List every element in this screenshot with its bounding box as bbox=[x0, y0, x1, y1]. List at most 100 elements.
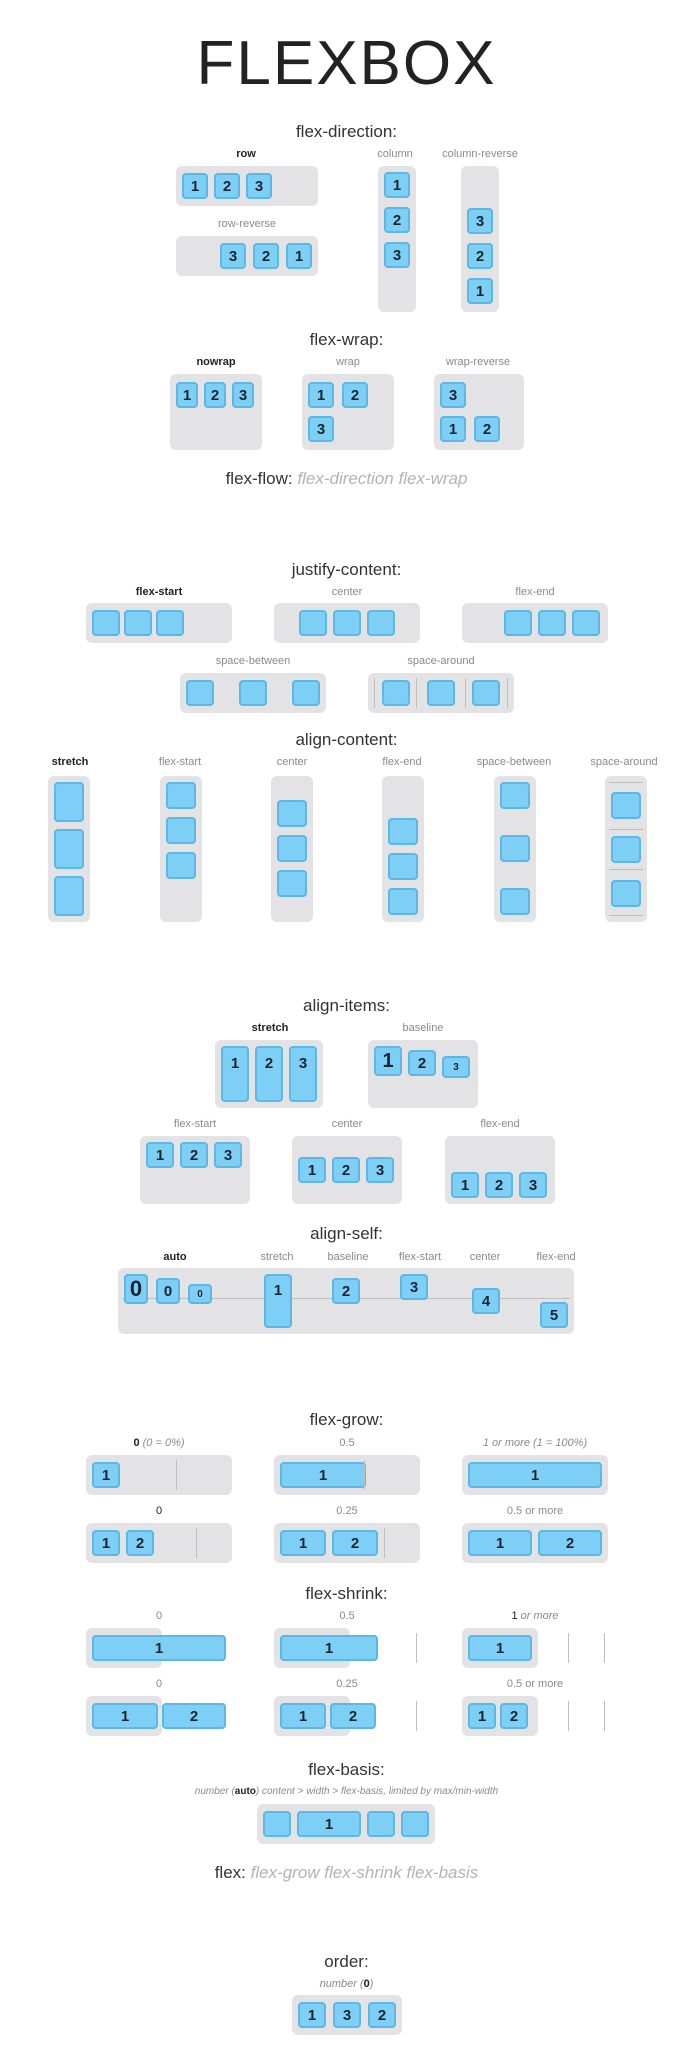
flex-item: 3 bbox=[308, 416, 334, 442]
label-as-center: center bbox=[469, 1251, 501, 1263]
flex-item: 2 bbox=[538, 1530, 602, 1556]
label-fs-zero-a: 0 bbox=[155, 1610, 163, 1622]
flex-item bbox=[92, 610, 120, 636]
flex-item bbox=[333, 610, 361, 636]
flex-item bbox=[292, 680, 320, 706]
flex-direction-column-container: 1 2 3 bbox=[378, 166, 416, 312]
flex-item bbox=[186, 680, 214, 706]
flex-item: 2 bbox=[384, 207, 410, 233]
label-fs-quarter: 0.25 bbox=[336, 1678, 358, 1690]
flex-item: 1 bbox=[280, 1530, 326, 1556]
fs-one-note: or more bbox=[520, 1610, 559, 1622]
flex-grow-title: flex-grow: bbox=[309, 1410, 384, 1429]
flex-direction-row-reverse-container: 3 2 1 bbox=[176, 236, 318, 276]
flex-item: 3 bbox=[442, 1056, 470, 1078]
fb-note-pre: number ( bbox=[194, 1786, 235, 1797]
fb-note-post: ) content > width > flex-basis, limited … bbox=[255, 1786, 499, 1797]
label-row: row bbox=[236, 148, 256, 160]
fg-one-a-note: or more (1 = 100%) bbox=[492, 1437, 588, 1449]
ai-baseline-container: 1 2 3 bbox=[368, 1040, 478, 1108]
flex-args: flex-grow flex-shrink flex-basis bbox=[250, 1863, 479, 1882]
label-jc-flex-start: flex-start bbox=[135, 586, 183, 598]
flex-item bbox=[263, 1811, 291, 1837]
label-as-baseline: baseline bbox=[327, 1251, 369, 1263]
ac-flex-start-container bbox=[160, 776, 202, 922]
align-self-title: align-self: bbox=[310, 1224, 383, 1243]
guide-line bbox=[568, 1701, 569, 1731]
flex-item: 2 bbox=[342, 382, 368, 408]
flex-item bbox=[500, 782, 530, 809]
flex-label: flex: bbox=[214, 1863, 246, 1882]
flex-item bbox=[54, 829, 84, 869]
label-fg-one-more-a: 1 or more (1 = 100%) bbox=[462, 1437, 608, 1449]
guide-line bbox=[604, 1701, 605, 1731]
flex-item: 1 bbox=[280, 1462, 366, 1488]
fg-one-more-a-container: 1 bbox=[462, 1455, 608, 1495]
flex-flow-label: flex-flow: bbox=[225, 469, 293, 488]
order-note: number (0) bbox=[0, 1978, 693, 1990]
flex-item bbox=[124, 610, 152, 636]
flex-item: 1 bbox=[308, 382, 334, 408]
flex-basis-container: 1 bbox=[257, 1804, 435, 1844]
flex-flow-line: flex-flow: flex-direction flex-wrap bbox=[0, 469, 693, 489]
guide-line bbox=[416, 678, 417, 708]
fb-note-auto: auto bbox=[234, 1786, 256, 1797]
label-ac-flex-end: flex-end bbox=[382, 756, 422, 768]
align-items-title: align-items: bbox=[303, 996, 390, 1015]
label-fg-quarter: 0.25 bbox=[336, 1505, 358, 1517]
flex-wrap-nowrap-container: 1 2 3 bbox=[170, 374, 262, 450]
flex-item: 1 bbox=[264, 1274, 292, 1328]
flex-item bbox=[277, 870, 307, 897]
fg-zero-a-value: 0 bbox=[133, 1437, 140, 1449]
fg-zero-b-container: 1 2 bbox=[86, 1523, 232, 1563]
label-ai-flex-end: flex-end bbox=[480, 1118, 520, 1130]
label-fs-half-more: 0.5 or more bbox=[506, 1678, 564, 1690]
flex-item: 1 bbox=[467, 278, 493, 304]
ac-flex-end-container bbox=[382, 776, 424, 922]
label-nowrap: nowrap bbox=[196, 356, 236, 368]
flex-item: 2 bbox=[500, 1703, 528, 1729]
guide-line bbox=[196, 1528, 197, 1558]
flex-item: 1 bbox=[221, 1046, 249, 1102]
flex-item bbox=[388, 888, 418, 915]
flex-item bbox=[54, 782, 84, 822]
flex-item: 5 bbox=[540, 1302, 568, 1328]
jc-flex-end-container bbox=[462, 603, 608, 643]
flex-item: 1 bbox=[440, 416, 466, 442]
label-fg-zero-b: 0 bbox=[155, 1505, 163, 1517]
fg-one-a-value: 1 bbox=[482, 1437, 489, 1449]
flex-item: 1 bbox=[280, 1703, 326, 1729]
flex-item-overflow: 2 bbox=[330, 1703, 376, 1729]
label-column: column bbox=[377, 148, 413, 160]
flex-item: 2 bbox=[255, 1046, 283, 1102]
flex-item: 3 bbox=[333, 2002, 361, 2028]
flex-item: 3 bbox=[384, 242, 410, 268]
flex-item bbox=[156, 610, 184, 636]
flex-item: 3 bbox=[289, 1046, 317, 1102]
label-jc-flex-end: flex-end bbox=[515, 586, 555, 598]
flex-item bbox=[472, 680, 500, 706]
fg-half-container: 1 bbox=[274, 1455, 420, 1495]
ac-center-container bbox=[271, 776, 313, 922]
flex-item: 4 bbox=[472, 1288, 500, 1314]
flex-item: 2 bbox=[214, 173, 240, 199]
guide-line bbox=[416, 1701, 417, 1731]
flex-item bbox=[538, 610, 566, 636]
flex-item bbox=[611, 792, 641, 819]
label-ac-stretch: stretch bbox=[51, 756, 89, 768]
guide-line bbox=[364, 1460, 365, 1490]
flex-shorthand-line: flex: flex-grow flex-shrink flex-basis bbox=[0, 1863, 693, 1883]
flex-item: 2 bbox=[204, 382, 226, 408]
flex-item bbox=[54, 876, 84, 916]
label-as-stretch: stretch bbox=[260, 1251, 294, 1263]
flex-item bbox=[427, 680, 455, 706]
jc-flex-start-container bbox=[86, 603, 232, 643]
label-as-flex-start: flex-start bbox=[398, 1251, 442, 1263]
flex-item: 2 bbox=[467, 243, 493, 269]
flex-item bbox=[166, 817, 196, 844]
flex-item: 1 bbox=[286, 243, 312, 269]
align-content-title: align-content: bbox=[295, 730, 398, 749]
label-ac-center: center bbox=[276, 756, 308, 768]
flex-basis-title: flex-basis: bbox=[308, 1760, 385, 1779]
label-wrap: wrap bbox=[336, 356, 360, 368]
